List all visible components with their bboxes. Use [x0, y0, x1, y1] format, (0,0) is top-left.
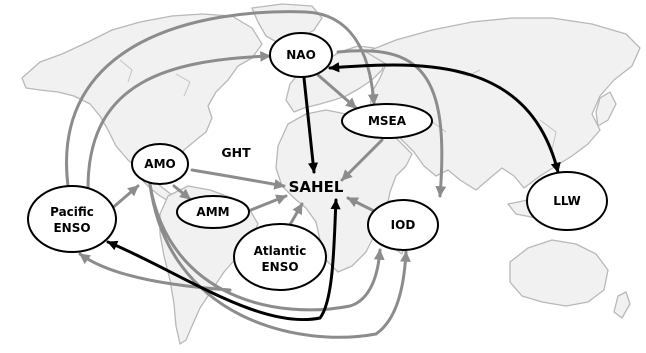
arrow-pacific-enso-to-amo — [108, 184, 140, 212]
node-atlantic-enso[interactable]: Atlantic ENSO — [233, 223, 327, 291]
node-llw[interactable]: LLW — [526, 171, 608, 231]
node-ght: GHT — [221, 145, 251, 160]
black-arrows — [106, 62, 561, 321]
arrow-amo-to-amm — [172, 184, 192, 201]
node-pacific-enso[interactable]: Pacific ENSO — [27, 185, 117, 253]
arrow-amo-to-sahel — [190, 168, 286, 190]
north-america-landmass — [21, 13, 263, 179]
arrow-nao-to-sahel — [302, 76, 319, 174]
atlantic-enso-label-line1: Atlantic — [254, 244, 307, 258]
node-sahel: SAHEL — [289, 178, 344, 196]
node-amo[interactable]: AMO — [131, 143, 189, 185]
arrow-iod-to-sahel — [346, 196, 378, 214]
pacific-enso-label-line1: Pacific — [50, 205, 94, 219]
amm-ellipse — [176, 195, 250, 229]
node-iod[interactable]: IOD — [367, 199, 439, 251]
sahel-label: SAHEL — [289, 178, 344, 196]
node-nao[interactable]: NAO — [269, 32, 333, 78]
arrow-pacific-enso-to-msea — [65, 10, 379, 188]
new-zealand-landmass — [613, 291, 631, 319]
japan-landmass — [595, 91, 617, 127]
nao-ellipse — [269, 32, 333, 78]
msea-label: MSEA — [368, 114, 407, 128]
llw-ellipse — [526, 171, 608, 231]
arrow-to-pacific-enso-bottom — [78, 252, 232, 292]
arrow-amo-to-iod — [148, 182, 411, 339]
llw-label: LLW — [553, 194, 581, 208]
ght-label: GHT — [221, 145, 251, 160]
pacific-enso-ellipse — [27, 185, 117, 253]
iod-label: IOD — [391, 218, 416, 232]
nao-label: NAO — [286, 48, 316, 62]
iod-ellipse — [367, 199, 439, 251]
amm-label: AMM — [196, 205, 229, 219]
amo-label: AMO — [144, 157, 175, 171]
node-msea[interactable]: MSEA — [341, 103, 433, 139]
amo-ellipse — [131, 143, 189, 185]
pacific-enso-label-line2: ENSO — [53, 221, 90, 235]
arrow-amo-to-pacific-enso — [148, 183, 385, 312]
node-amm[interactable]: AMM — [176, 195, 250, 229]
atlantic-enso-label-line2: ENSO — [261, 260, 298, 274]
arrow-pacific-enso-sahel-bidirectional — [106, 198, 341, 321]
atlantic-enso-ellipse — [233, 223, 327, 291]
arrow-pacific-enso-to-nao — [86, 50, 272, 190]
australia-landmass — [509, 239, 609, 307]
msea-ellipse — [341, 103, 433, 139]
arrow-nao-llw-bidirectional — [328, 62, 561, 174]
arrow-amm-to-sahel — [244, 194, 288, 214]
